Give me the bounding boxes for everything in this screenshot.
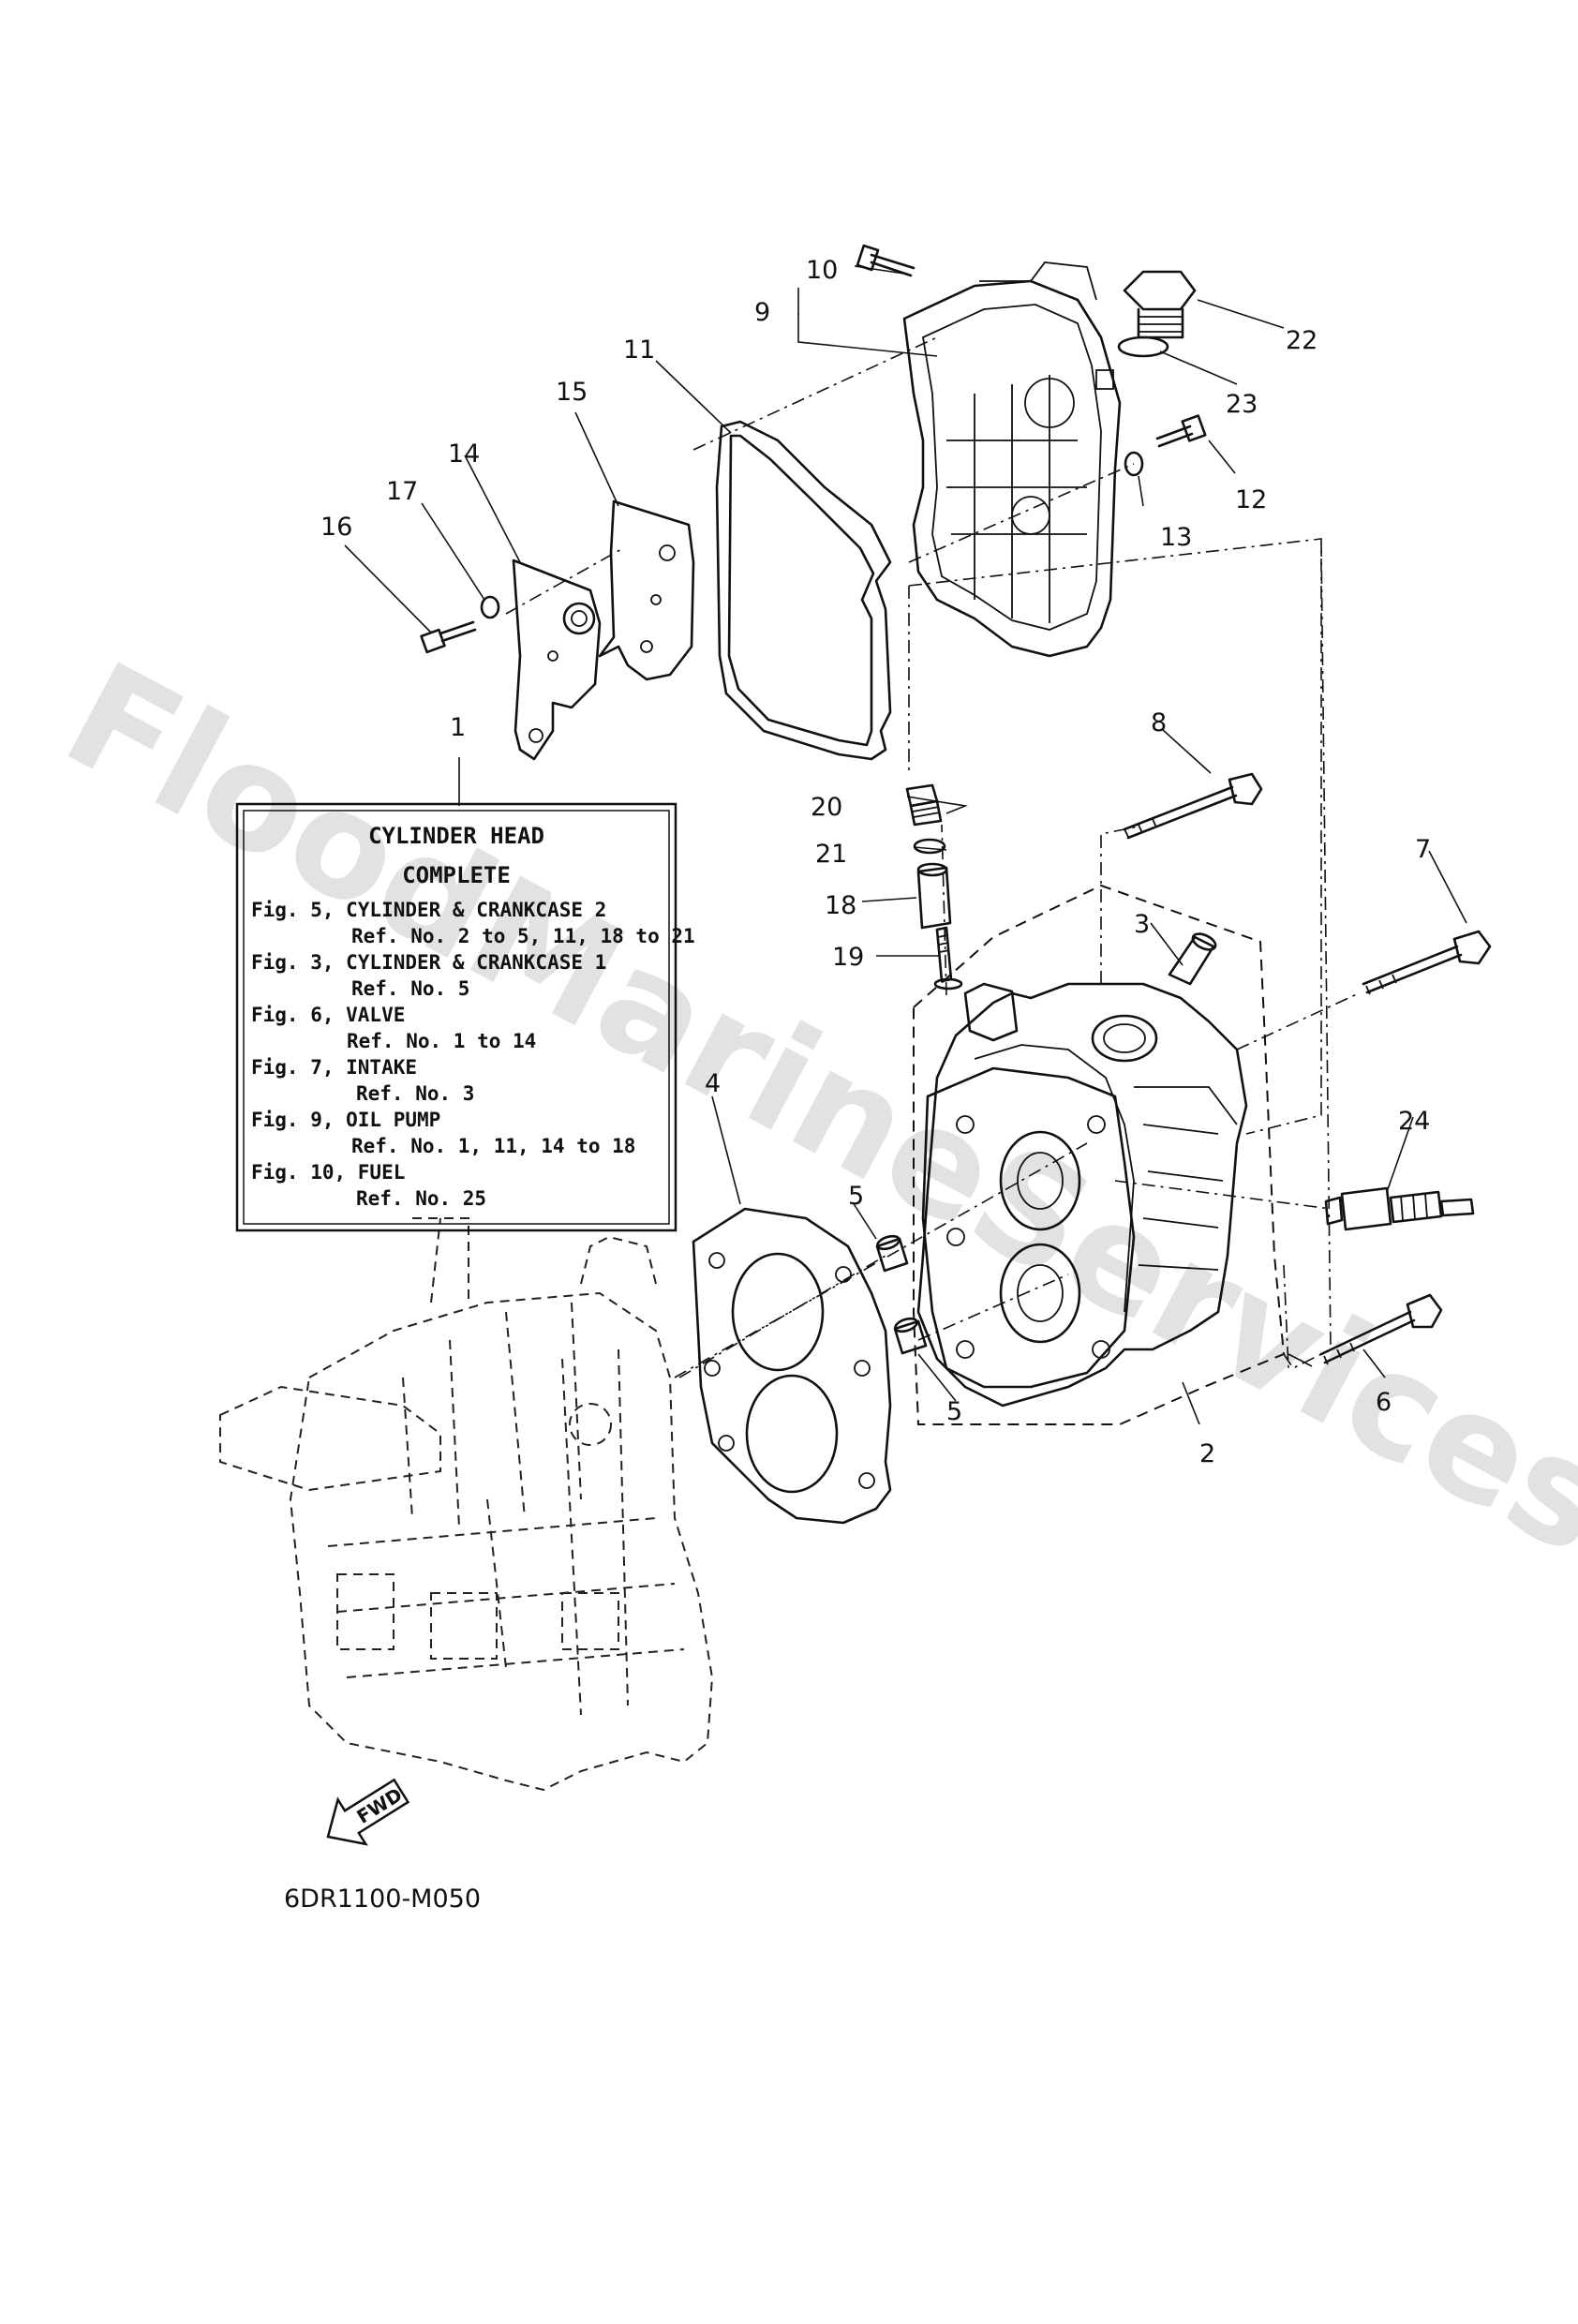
forward-arrow: FWD xyxy=(326,1778,410,1846)
ref-line: Fig. 9, OIL PUMP xyxy=(251,1109,440,1131)
plate-15[interactable] xyxy=(598,499,695,681)
callout-8: 8 xyxy=(1151,708,1167,737)
ref-line: Fig. 3, CYLINDER & CRANKCASE 1 xyxy=(251,951,606,974)
callout-leaders xyxy=(344,265,1467,1425)
assembly-outline xyxy=(913,884,1286,1425)
callout-16: 16 xyxy=(320,513,352,542)
ref-line: Fig. 5, CYLINDER & CRANKCASE 2 xyxy=(251,899,606,921)
o-ring-23[interactable] xyxy=(1117,335,1169,358)
ref-line: Ref. No. 1 to 14 xyxy=(347,1030,536,1052)
ref-line: Ref. No. 2 to 5, 11, 18 to 21 xyxy=(351,925,695,947)
callout-19: 19 xyxy=(832,943,864,972)
ref-line: Ref. No. 5 xyxy=(351,977,469,1000)
ref-line: Ref. No. 3 xyxy=(356,1082,474,1105)
dowel-pin-5b[interactable] xyxy=(893,1317,928,1355)
callout-18: 18 xyxy=(825,891,856,920)
ref-line: Fig. 10, FUEL xyxy=(251,1161,405,1184)
callout-12: 12 xyxy=(1235,485,1267,514)
cylinder-head-cover[interactable] xyxy=(902,261,1122,658)
washer-13[interactable] xyxy=(1124,451,1144,477)
callout-17: 17 xyxy=(386,477,418,506)
callout-5a: 5 xyxy=(848,1182,864,1211)
ref-line: Ref. No. 1, 11, 14 to 18 xyxy=(351,1135,635,1157)
plate-14[interactable] xyxy=(512,559,602,761)
callout-3: 3 xyxy=(1134,910,1150,939)
callout-1: 1 xyxy=(450,713,466,742)
callout-15: 15 xyxy=(556,378,588,407)
dowel-pin-5a[interactable] xyxy=(875,1234,909,1273)
cylinder-block-ghost xyxy=(219,1217,714,1792)
callout-6: 6 xyxy=(1376,1388,1392,1417)
dowel-3[interactable] xyxy=(1168,931,1218,986)
screw-16[interactable] xyxy=(420,620,477,654)
bolt-6[interactable] xyxy=(1319,1293,1443,1365)
valve-19[interactable] xyxy=(933,926,963,991)
callout-7: 7 xyxy=(1415,835,1431,864)
callout-24: 24 xyxy=(1398,1107,1430,1136)
reference-box: CYLINDER HEAD COMPLETE Fig. 5, CYLINDER … xyxy=(235,802,695,1232)
callout-13: 13 xyxy=(1160,523,1192,552)
bolt-7[interactable] xyxy=(1362,930,1492,995)
spark-plug-24[interactable] xyxy=(1324,1186,1475,1231)
diagram-code: 6DR1100-M050 xyxy=(284,1885,481,1914)
bolt-8[interactable] xyxy=(1123,772,1263,840)
ref-line: Fig. 6, VALVE xyxy=(251,1004,405,1026)
callouts: 1 2 3 4 5 5 6 7 8 9 10 11 12 13 14 15 16… xyxy=(320,256,1431,1468)
plug-20[interactable] xyxy=(905,783,943,827)
washer-17[interactable] xyxy=(480,595,500,619)
callout-11: 11 xyxy=(623,335,655,365)
callout-5b: 5 xyxy=(946,1397,962,1426)
callout-10: 10 xyxy=(806,256,838,285)
callout-2: 2 xyxy=(1199,1439,1215,1468)
sleeve-18[interactable] xyxy=(916,862,952,930)
head-gasket-4[interactable] xyxy=(692,1207,892,1525)
cylinder-head[interactable] xyxy=(916,982,1248,1408)
ref-line: Fig. 7, INTAKE xyxy=(251,1056,417,1079)
callout-23: 23 xyxy=(1226,390,1258,419)
callout-14: 14 xyxy=(448,439,480,469)
ref-line: Ref. No. 25 xyxy=(356,1187,486,1210)
ref-title-2: COMPLETE xyxy=(402,862,511,888)
o-ring-21[interactable] xyxy=(913,838,946,855)
gasket-11[interactable] xyxy=(715,420,892,761)
bolt-12[interactable] xyxy=(1155,414,1207,448)
callout-4: 4 xyxy=(705,1069,721,1098)
ref-title-1: CYLINDER HEAD xyxy=(368,823,544,849)
oil-filler-cap-22[interactable] xyxy=(1123,270,1197,339)
callout-20: 20 xyxy=(811,793,842,822)
callout-9: 9 xyxy=(754,298,770,327)
callout-22: 22 xyxy=(1286,326,1317,355)
callout-21: 21 xyxy=(815,840,847,869)
assembly-centerlines xyxy=(505,336,1360,1378)
